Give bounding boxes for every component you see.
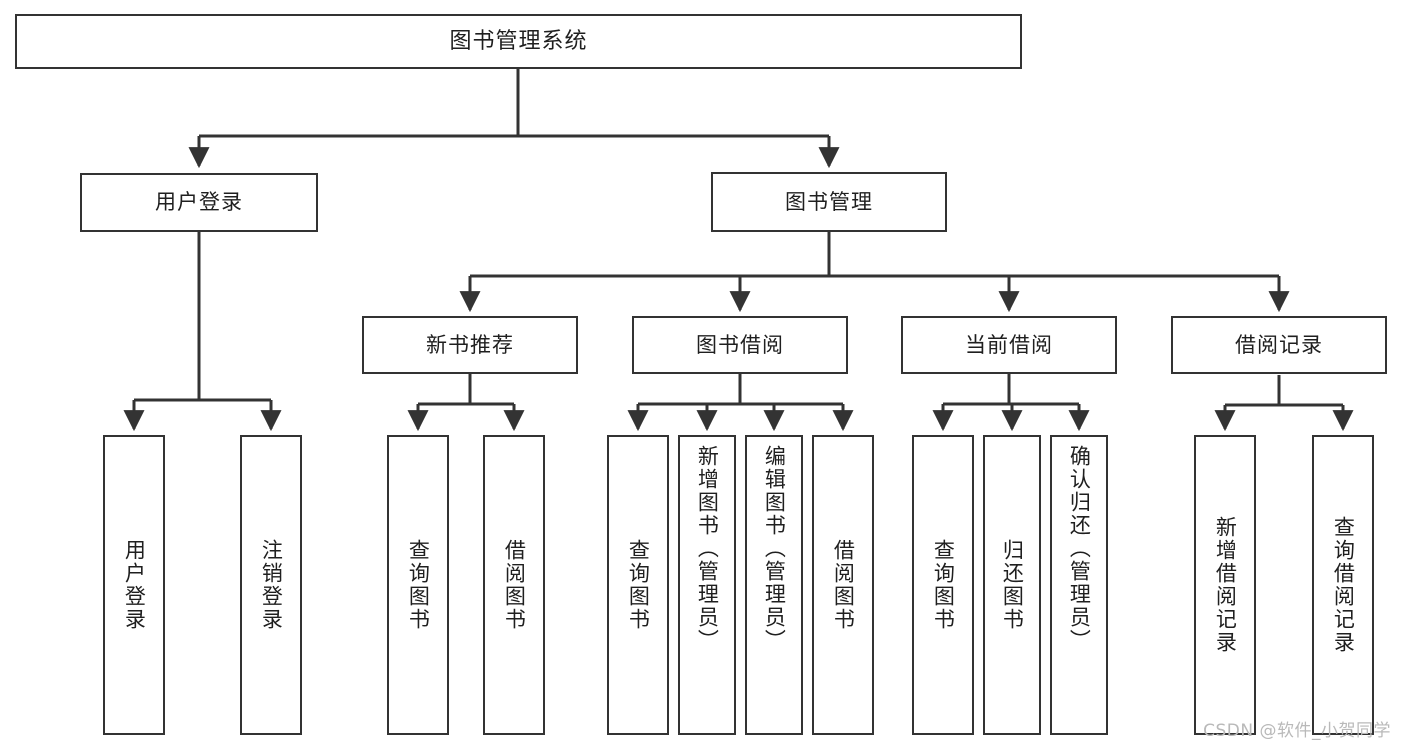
edge-group-root — [188, 69, 840, 169]
node-book-borrow[interactable]: 图书借阅 — [632, 316, 848, 374]
edge-group-user-login — [123, 232, 282, 432]
node-borrow-record[interactable]: 借阅记录 — [1171, 316, 1387, 374]
node-root-system[interactable]: 图书管理系统 — [15, 14, 1022, 69]
leaf-add-borrow-record[interactable]: 新增借阅记录 — [1194, 435, 1256, 735]
leaf-add-book-admin[interactable]: 新增图书（管理员） — [678, 435, 736, 735]
node-new-book-recommend[interactable]: 新书推荐 — [362, 316, 578, 374]
node-user-login[interactable]: 用户登录 — [80, 173, 318, 232]
leaf-query-book-borrow[interactable]: 查询图书 — [607, 435, 669, 735]
leaf-return-book[interactable]: 归还图书 — [983, 435, 1041, 735]
edge-group-borrow-record — [1214, 375, 1354, 432]
leaf-query-borrow-record[interactable]: 查询借阅记录 — [1312, 435, 1374, 735]
leaf-confirm-return-admin[interactable]: 确认归还（管理员） — [1050, 435, 1108, 735]
edge-group-book-borrow — [627, 374, 854, 432]
leaf-borrow-book[interactable]: 借阅图书 — [812, 435, 874, 735]
edge-group-current-borrow — [932, 374, 1090, 432]
node-current-borrow[interactable]: 当前借阅 — [901, 316, 1117, 374]
leaf-edit-book-admin[interactable]: 编辑图书（管理员） — [745, 435, 803, 735]
leaf-query-book-current[interactable]: 查询图书 — [912, 435, 974, 735]
watermark-text: CSDN @软件_小贺同学 — [1203, 721, 1391, 741]
leaf-query-book-newbook[interactable]: 查询图书 — [387, 435, 449, 735]
edge-group-new-book — [407, 374, 525, 432]
edge-group-book-manage — [459, 232, 1290, 313]
leaf-borrow-book-newbook[interactable]: 借阅图书 — [483, 435, 545, 735]
node-book-management[interactable]: 图书管理 — [711, 172, 947, 232]
leaf-user-login[interactable]: 用户登录 — [103, 435, 165, 735]
leaf-user-logout[interactable]: 注销登录 — [240, 435, 302, 735]
